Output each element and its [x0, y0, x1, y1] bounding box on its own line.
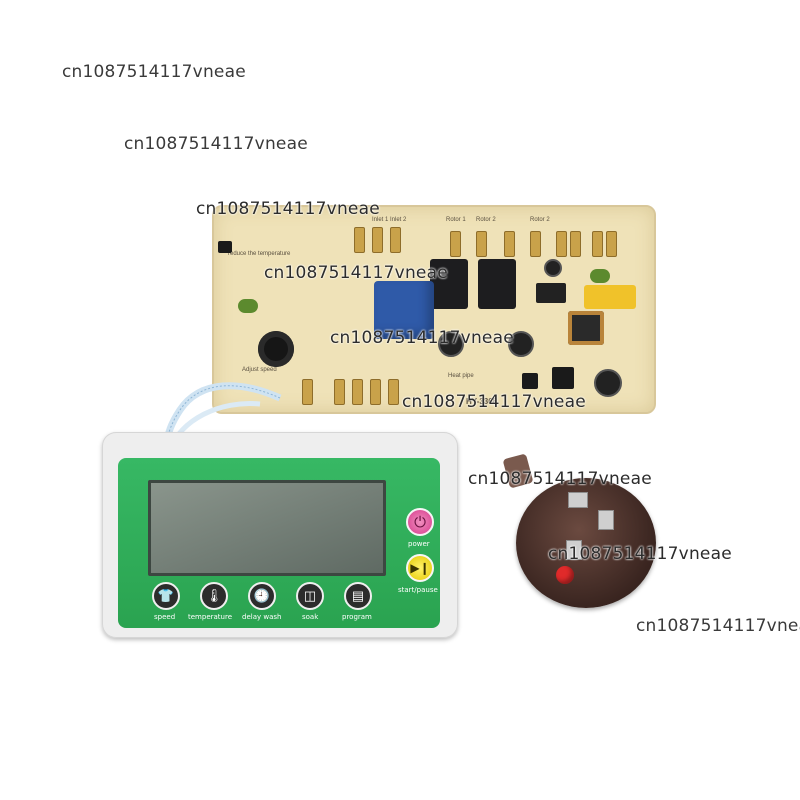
watermark-text: cn1087514117vneae — [124, 134, 308, 154]
transformer — [374, 281, 434, 339]
program-button[interactable]: ▤ — [344, 582, 372, 610]
pcb-label-model: HY-3368 — [466, 397, 498, 406]
pcb-label-rotor1: Rotor 1 — [446, 217, 466, 223]
watermark-text: cn1087514117vneae — [62, 62, 246, 82]
shirt-icon: 👕 — [157, 588, 175, 603]
switch-terminal — [598, 510, 614, 530]
watermark-text: cn1087514117vneae — [402, 392, 586, 412]
pcb-label-rotor2: Rotor 2 — [476, 217, 496, 223]
terminal — [390, 227, 401, 253]
terminal — [372, 227, 383, 253]
program-icon: ▤ — [351, 588, 365, 603]
pcb-label-adjust: Adjust speed — [242, 367, 277, 373]
capacitor — [590, 269, 610, 283]
terminal — [450, 231, 461, 257]
terminal — [388, 379, 399, 405]
terminal — [370, 379, 381, 405]
pcb-label-reduce: reduce the temperature — [228, 251, 291, 257]
circuit-board: Inlet 1 Inlet 2 Rotor 1 Rotor 2 Rotor 2 … — [212, 205, 656, 414]
terminal — [352, 379, 363, 405]
power-button[interactable]: ⏻ — [406, 508, 434, 536]
pcb-label-inlet: Inlet 1 — [372, 217, 389, 223]
pcb-label-rotor3: Rotor 2 — [530, 217, 550, 223]
speed-button[interactable]: 👕 — [152, 582, 180, 610]
terminal — [606, 231, 617, 257]
watermark-text: cn1087514117vnea — [636, 616, 800, 636]
terminal — [570, 231, 581, 257]
capacitor — [508, 331, 534, 357]
terminal — [556, 231, 567, 257]
watermark-text: cn1087514117vneae — [548, 544, 732, 564]
watermark-text: cn1087514117vneae — [330, 328, 514, 348]
soak-button[interactable]: ◫ — [296, 582, 324, 610]
pcb-label-inlet2: Inlet 2 — [390, 217, 407, 223]
terminal — [354, 227, 365, 253]
capacitor — [438, 331, 464, 357]
thermometer-icon: 🌡 — [205, 588, 223, 603]
power-label: power — [408, 540, 430, 548]
chip — [552, 367, 574, 389]
control-panel: ⏻ power ▶❙ start/pause 👕 speed 🌡 tempera… — [102, 432, 458, 638]
soak-label: soak — [302, 613, 319, 621]
watermark-text: cn1087514117vneae — [196, 199, 380, 219]
relay — [430, 259, 468, 309]
power-icon: ⏻ — [414, 513, 426, 531]
connector — [218, 241, 232, 253]
temperature-label: temperature — [188, 613, 232, 621]
terminal — [302, 379, 313, 405]
clock-icon: 🕘 — [253, 588, 271, 603]
speed-label: speed — [154, 613, 176, 621]
water-level-pressure-switch — [516, 478, 656, 608]
capacitor — [594, 369, 622, 397]
basin-icon: ◫ — [303, 588, 317, 603]
capacitor — [238, 299, 258, 313]
capacitor-box — [584, 285, 636, 309]
control-panel-face: ⏻ power ▶❙ start/pause 👕 speed 🌡 tempera… — [118, 458, 440, 628]
start-pause-label: start/pause — [398, 586, 438, 594]
heatsink — [536, 283, 566, 303]
terminal — [476, 231, 487, 257]
delay-wash-label: delay wash — [242, 613, 282, 621]
inductor-coil — [568, 311, 604, 345]
temperature-button[interactable]: 🌡 — [200, 582, 228, 610]
pcb-label-heatpipe: Heat pipe — [448, 373, 474, 379]
switch-terminal — [568, 492, 588, 508]
switch-terminal — [566, 540, 582, 560]
chip — [522, 373, 538, 389]
adjust-screw — [556, 566, 574, 584]
capacitor — [544, 259, 562, 277]
relay — [478, 259, 516, 309]
watermark-text: cn1087514117vneae — [264, 263, 448, 283]
program-label: program — [342, 613, 372, 621]
buzzer — [258, 331, 294, 367]
play-pause-icon: ▶❙ — [410, 561, 430, 575]
terminal — [530, 231, 541, 257]
start-pause-button[interactable]: ▶❙ — [406, 554, 434, 582]
terminal — [504, 231, 515, 257]
delay-wash-button[interactable]: 🕘 — [248, 582, 276, 610]
lcd-display — [148, 480, 386, 576]
terminal — [592, 231, 603, 257]
watermark-text: cn1087514117vneae — [468, 469, 652, 489]
terminal — [334, 379, 345, 405]
